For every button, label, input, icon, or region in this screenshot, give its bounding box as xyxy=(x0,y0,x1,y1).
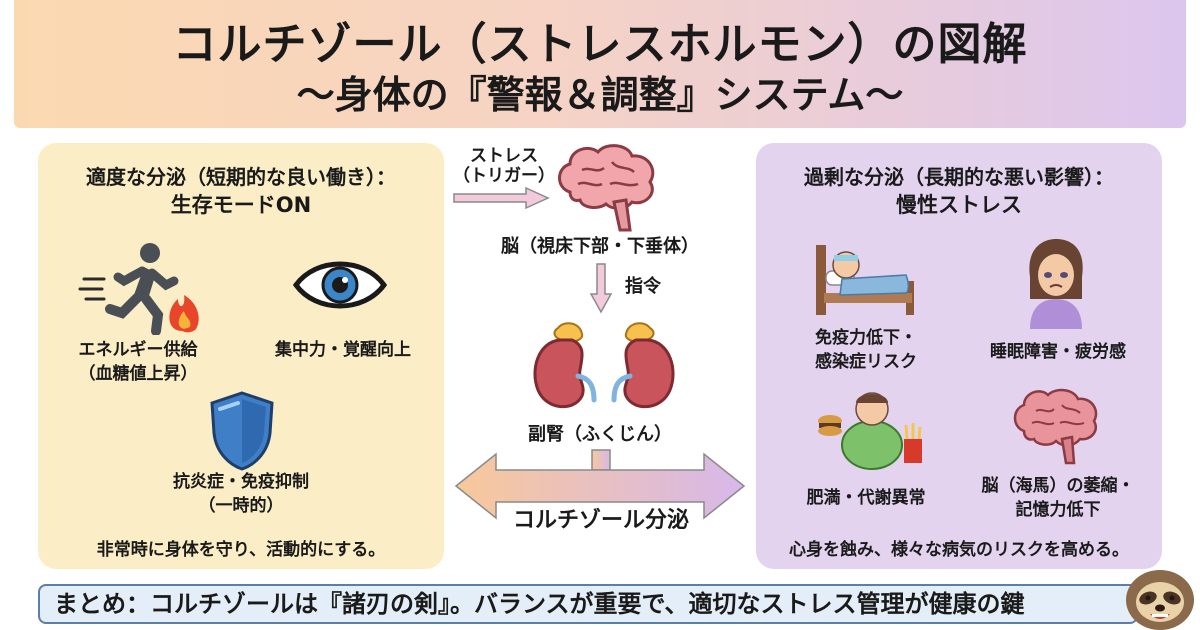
left-panel-subtitle: 生存モードON xyxy=(170,193,312,217)
adrenal-kidneys-icon xyxy=(533,322,675,409)
sloth-mascot-icon xyxy=(1126,570,1194,630)
right-panel-footer: 心身を蝕み、様々な病気のリスクを高める。 xyxy=(789,540,1129,560)
command-arrow-icon xyxy=(589,263,613,314)
page-subtitle: 〜身体の『警報＆調整』システム〜 xyxy=(296,73,904,117)
left-item-3-label-line1: 抗炎症・免疫抑制 xyxy=(173,472,309,492)
summary-bar: まとめ：コルチゾールは『諸刃の剣』。バランスが重要で、適切なストレス管理が健康の… xyxy=(38,584,1138,624)
tired-woman-icon xyxy=(1029,239,1083,329)
shield-icon xyxy=(210,391,274,471)
header-banner: コルチゾール（ストレスホルモン）の図解 〜身体の『警報＆調整』システム〜 xyxy=(14,0,1186,128)
stress-trigger-line2: （トリガー） xyxy=(453,166,555,186)
right-item-2-label-line1: 睡眠障害・疲労感 xyxy=(990,342,1126,362)
right-panel-excess-secretion: 過剰な分泌（長期的な悪い影響）： 慢性ストレス 免疫力低下・ 感染症リスク 睡眠… xyxy=(756,143,1162,569)
right-item-4-label-line1: 脳（海馬）の萎縮・ xyxy=(981,476,1135,496)
stress-trigger-label: ストレス （トリガー） xyxy=(448,146,560,186)
right-item-4-label-line2: 記憶力低下 xyxy=(1015,500,1101,520)
left-item-1-label-line1: エネルギー供給 xyxy=(78,340,198,360)
brain-icon xyxy=(558,144,655,232)
left-panel-title: 適度な分泌（短期的な良い働き）： xyxy=(86,165,396,189)
sick-person-in-bed-icon xyxy=(816,245,914,315)
cortisol-secretion-double-arrow-icon xyxy=(454,449,746,520)
left-item-1-label-line2: （血糖値上昇） xyxy=(78,364,198,384)
stress-arrow-icon xyxy=(453,186,550,210)
eye-icon xyxy=(292,261,388,309)
cortisol-secretion-label: コルチゾール分泌 xyxy=(512,508,689,533)
shrinking-brain-icon xyxy=(1013,388,1098,465)
adrenal-label: 副腎（ふくじん） xyxy=(528,424,672,445)
left-item-3-label-line2: （一時的） xyxy=(198,496,284,516)
left-panel-footer: 非常時に身体を守り、活動的にする。 xyxy=(96,540,386,560)
right-item-1-label-line2: 感染症リスク xyxy=(815,352,917,372)
right-item-3-label-line1: 肥満・代謝異常 xyxy=(806,488,926,508)
left-panel-moderate-secretion: 適度な分泌（短期的な良い働き）： 生存モードON エネルギー供給 （血糖値上昇）… xyxy=(38,143,444,569)
page-title: コルチゾール（ストレスホルモン）の図解 xyxy=(172,19,1028,70)
running-person-fire-icon xyxy=(78,243,199,335)
right-item-1-label-line1: 免疫力低下・ xyxy=(815,328,917,348)
brain-label: 脳（視床下部・下垂体） xyxy=(501,236,699,257)
command-label: 指令 xyxy=(625,276,661,297)
right-panel-subtitle: 慢性ストレス xyxy=(896,193,1022,217)
left-item-2-label-line1: 集中力・覚醒向上 xyxy=(275,340,411,360)
stress-trigger-line1: ストレス xyxy=(470,146,538,166)
right-panel-title: 過剰な分泌（長期的な悪い影響）： xyxy=(804,165,1114,189)
obese-person-fastfood-icon xyxy=(818,392,922,470)
